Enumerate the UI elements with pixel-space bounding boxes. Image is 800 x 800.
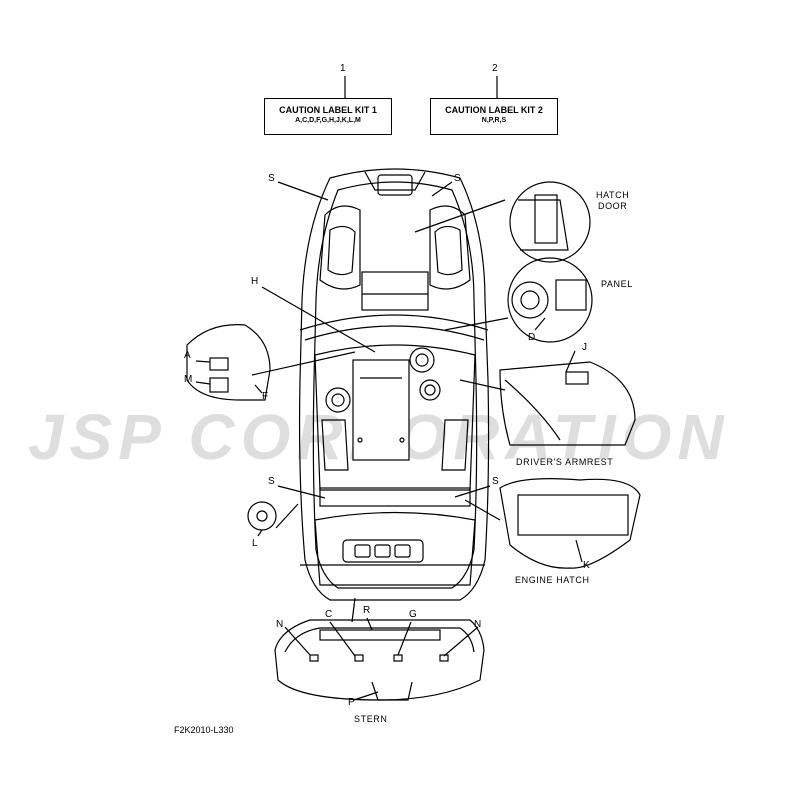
hull-outline (298, 168, 490, 601)
engine-hatch-detail (499, 478, 641, 569)
kit-2-contents: N,P,R,S (481, 117, 507, 124)
engine-hatch-caption: ENGINE HATCH (515, 575, 590, 585)
callout-f: F (262, 391, 269, 402)
label-l-detail (247, 501, 277, 531)
callout-s: S (268, 173, 275, 184)
callout-j: J (582, 342, 587, 353)
stern-view (274, 619, 485, 701)
hatch-door-caption-line-2: DOOR (597, 201, 628, 211)
panel-caption: PANEL (601, 279, 633, 289)
drivers-armrest-caption: DRIVER'S ARMREST (516, 457, 614, 467)
callout-n: N (474, 619, 482, 630)
callout-n: N (276, 619, 284, 630)
callout-d: D (528, 332, 536, 343)
label-af-detail (186, 324, 271, 401)
kit-1-title: CAUTION LABEL KIT 1 (279, 105, 377, 115)
panel-detail (507, 257, 593, 343)
kit-2-number: 2 (492, 63, 498, 74)
callout-a: A (184, 350, 191, 361)
figure-code: F2K2010-L330 (174, 725, 234, 735)
armrest-detail (499, 361, 636, 446)
caution-label-kit-2: CAUTION LABEL KIT 2 N,P,R,S (430, 98, 558, 135)
hatch-door-caption-line-1: HATCH (596, 190, 630, 200)
stern-caption: STERN (354, 714, 388, 724)
callout-p: P (348, 697, 355, 708)
callout-m: M (184, 374, 193, 385)
callout-g: G (409, 609, 417, 620)
callout-k: K (583, 560, 590, 571)
kit-1-contents: A,C,D,F,G,H,J,K,L,M (295, 117, 361, 124)
hatch-door-detail (509, 181, 591, 263)
kit-1-number: 1 (340, 63, 346, 74)
callout-c: C (325, 609, 333, 620)
kit-2-title: CAUTION LABEL KIT 2 (445, 105, 543, 115)
callout-s: S (454, 173, 461, 184)
hatch-door-caption: HATCH DOOR (596, 190, 629, 212)
callout-s: S (268, 476, 275, 487)
caution-label-kit-1: CAUTION LABEL KIT 1 A,C,D,F,G,H,J,K,L,M (264, 98, 392, 135)
callout-s: S (492, 476, 499, 487)
callout-h: H (251, 276, 259, 287)
callout-l: L (252, 538, 258, 549)
callout-r: R (363, 605, 371, 616)
